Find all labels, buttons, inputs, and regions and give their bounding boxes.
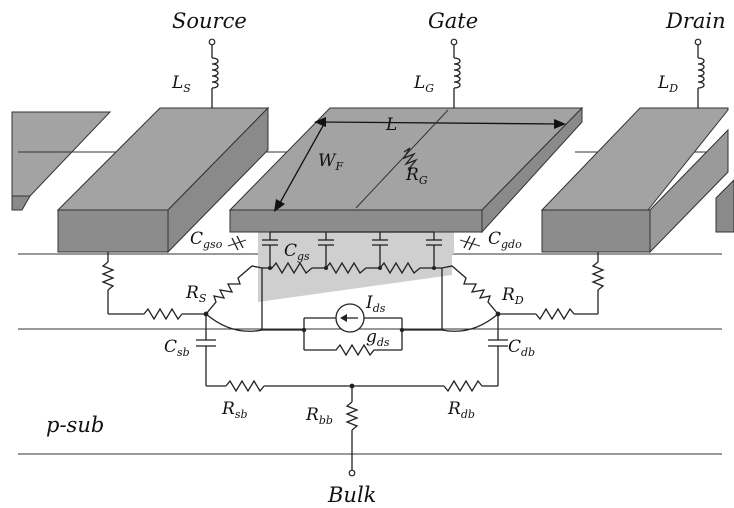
gate-contact-line bbox=[355, 109, 449, 209]
gate-channel-ladder bbox=[262, 231, 442, 275]
labels: Source Gate Drain Bulk p-sub LS LG LD L … bbox=[46, 9, 726, 507]
channel-node-3 bbox=[378, 266, 382, 270]
ld-label: LD bbox=[657, 73, 678, 95]
rsb-label: Rsb bbox=[221, 399, 248, 421]
channel-node-2 bbox=[324, 266, 328, 270]
ids-label: Ids bbox=[365, 293, 386, 315]
length-label: L bbox=[385, 115, 397, 135]
drain-block-front bbox=[541, 209, 651, 253]
bulk-terminal bbox=[348, 469, 356, 477]
width-label: WF bbox=[318, 151, 343, 173]
rs-label: RS bbox=[185, 283, 207, 305]
overlap-capacitors bbox=[227, 235, 481, 251]
channel-depletion bbox=[258, 254, 452, 302]
source-block bbox=[56, 106, 270, 254]
cdb-capacitor-icon bbox=[488, 339, 508, 347]
dimension-arrows bbox=[274, 109, 566, 212]
source-lead bbox=[208, 38, 219, 108]
length-arrow bbox=[317, 121, 563, 125]
substrate-label: p-sub bbox=[46, 413, 104, 437]
channel-capacitor-4-icon bbox=[426, 232, 442, 268]
channel-node-4 bbox=[432, 266, 436, 270]
rg-label: RG bbox=[405, 165, 428, 187]
left-field-oxide-face bbox=[11, 195, 31, 211]
source-label: Source bbox=[172, 9, 247, 33]
channel-capacitor-2-icon bbox=[318, 232, 334, 268]
rd-label: RD bbox=[501, 285, 524, 307]
channel-node-1 bbox=[268, 266, 272, 270]
rsb-resistor-icon bbox=[225, 379, 265, 393]
lg-label: LG bbox=[413, 73, 434, 95]
gate-terminal bbox=[450, 38, 458, 46]
drain-block-right-face bbox=[649, 128, 729, 254]
drain-sheet-resistor-icon bbox=[591, 261, 605, 291]
source-terminal bbox=[208, 38, 216, 46]
gate-block-front bbox=[229, 209, 483, 233]
width-arrowhead bbox=[274, 199, 285, 212]
cgs-label: Cgs bbox=[284, 241, 310, 263]
rdb-resistor-icon bbox=[443, 379, 483, 393]
csb-capacitor-icon bbox=[196, 339, 216, 347]
gds-resistor-icon bbox=[304, 343, 402, 357]
gds-label: gds bbox=[366, 327, 390, 349]
gate-resistor bbox=[402, 147, 419, 171]
drain-terminal bbox=[694, 38, 702, 46]
bulk-network bbox=[345, 383, 359, 477]
rbb-resistor-icon bbox=[345, 401, 359, 431]
width-arrow bbox=[275, 123, 325, 211]
source-sheet-resistor-icon bbox=[101, 261, 115, 291]
ls-label: LS bbox=[171, 73, 191, 95]
gate-inductor-icon bbox=[453, 57, 461, 89]
drain-network bbox=[352, 252, 605, 393]
source-contact-resistor-icon bbox=[143, 307, 183, 321]
cgs-capacitor-icon bbox=[262, 232, 278, 268]
channel-capacitor-3-icon bbox=[372, 232, 388, 268]
drain-lead bbox=[694, 38, 705, 108]
drain-label: Drain bbox=[665, 9, 726, 33]
channel-region bbox=[258, 232, 454, 302]
source-network bbox=[101, 252, 352, 393]
rbb-label: Rbb bbox=[305, 405, 333, 427]
gate-label: Gate bbox=[428, 9, 478, 33]
drain-block bbox=[540, 107, 729, 254]
gate-lead bbox=[450, 38, 461, 108]
rs-resistor-icon bbox=[205, 265, 263, 315]
source-block-front bbox=[57, 209, 169, 253]
channel-resistor-chain bbox=[262, 261, 442, 275]
source-inductor-icon bbox=[211, 57, 219, 89]
drain-inductor-icon bbox=[697, 57, 705, 89]
drain-contact-resistor-icon bbox=[535, 307, 575, 321]
csb-label: Csb bbox=[164, 337, 190, 359]
cgdo-capacitor-icon bbox=[459, 235, 481, 251]
cdb-label: Cdb bbox=[508, 337, 535, 359]
cgdo-label: Cgdo bbox=[488, 229, 522, 251]
length-arrowhead-right bbox=[554, 119, 566, 129]
rd-resistor-icon bbox=[441, 265, 499, 315]
right-field-oxide bbox=[715, 179, 734, 233]
rdb-label: Rdb bbox=[447, 399, 475, 421]
cgso-capacitor-icon bbox=[227, 235, 247, 251]
cgso-label: Cgso bbox=[190, 229, 223, 251]
bulk-label: Bulk bbox=[327, 483, 376, 507]
channel-shade bbox=[258, 232, 454, 254]
intrinsic-transistor bbox=[261, 268, 443, 357]
